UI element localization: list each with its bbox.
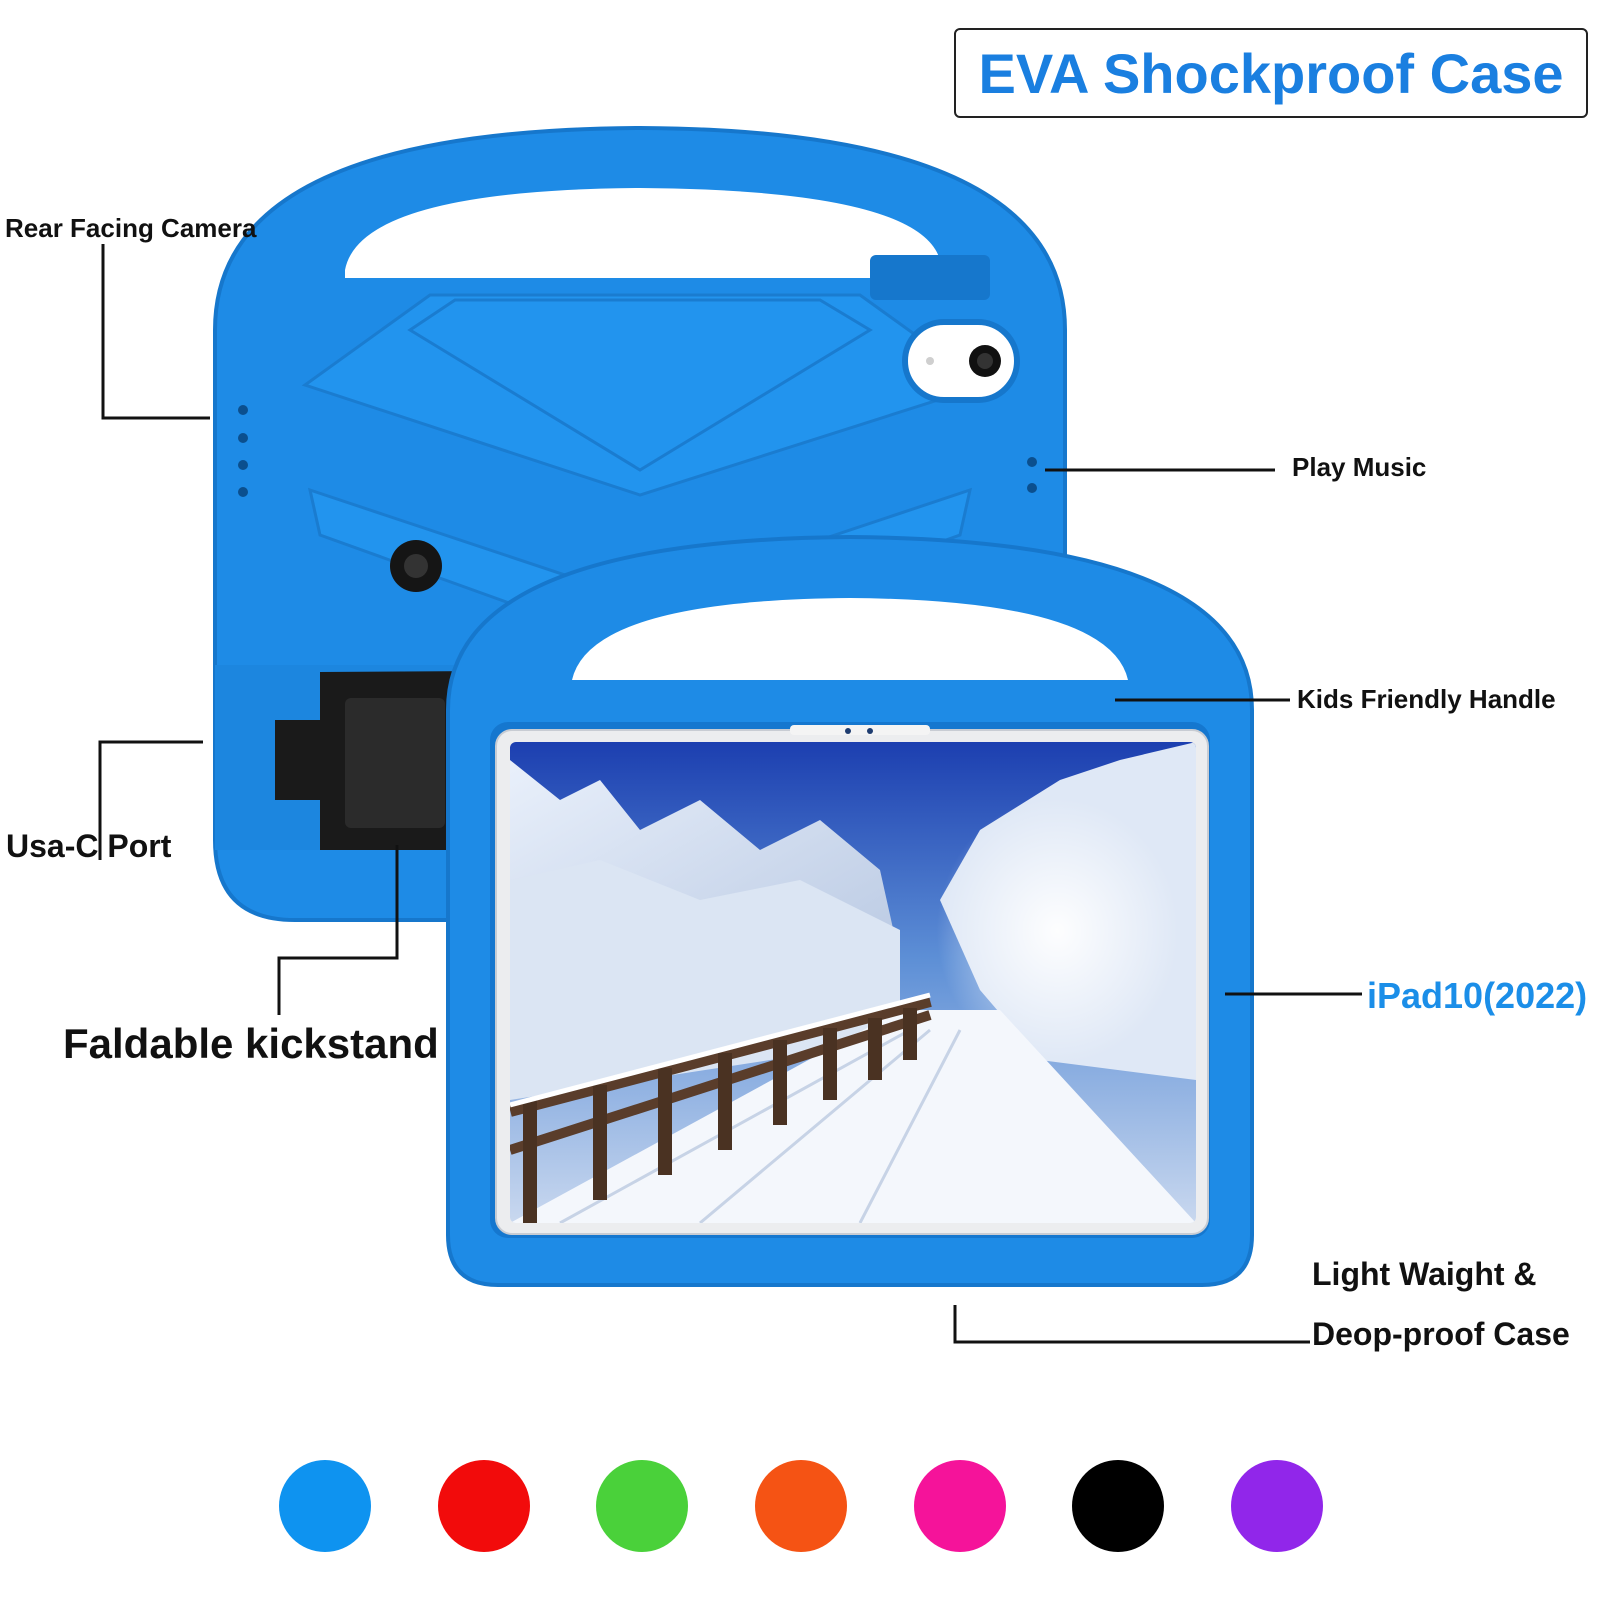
back-handle-opening: [345, 188, 940, 278]
color-swatch-red[interactable]: [438, 1460, 530, 1552]
callout-play-music: Play Music: [1292, 452, 1427, 482]
title-box: EVA Shockproof Case: [954, 28, 1588, 118]
callout-kids-handle: Kids Friendly Handle: [1297, 684, 1556, 714]
camera-icon: [902, 319, 1020, 403]
color-swatch-orange[interactable]: [755, 1460, 847, 1552]
color-swatch-pink[interactable]: [914, 1460, 1006, 1552]
callout-light-weight-line1: Light Waight &: [1312, 1256, 1537, 1292]
color-swatch-blue[interactable]: [279, 1460, 371, 1552]
callout-lines: [98, 244, 1362, 1344]
color-swatch-green[interactable]: [596, 1460, 688, 1552]
callout-rear-camera: Rear Facing Camera: [5, 213, 257, 243]
callout-kickstand: Faldable kickstand: [63, 1020, 439, 1067]
front-handle-opening: [572, 598, 1128, 680]
page-title: EVA Shockproof Case: [978, 41, 1564, 105]
front-case: [446, 534, 1254, 1287]
callout-light-weight-line2: Deop-proof Case: [1312, 1316, 1570, 1352]
callout-usb-port: Usa-C Port: [6, 828, 172, 864]
tablet-screen: [510, 742, 1196, 1223]
callout-model: iPad10(2022): [1367, 975, 1588, 1016]
color-swatch-black[interactable]: [1072, 1460, 1164, 1552]
color-swatch-purple[interactable]: [1231, 1460, 1323, 1552]
